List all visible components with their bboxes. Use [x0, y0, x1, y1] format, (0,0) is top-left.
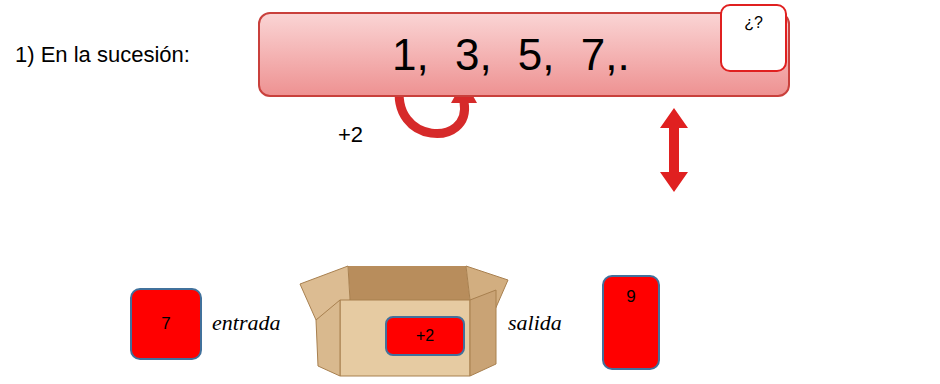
- double-arrow: [660, 108, 688, 192]
- missing-term-box: ¿?: [720, 4, 787, 72]
- node-text: +2: [416, 327, 434, 345]
- sequence-band: 1, 3, 5, 7,. ¿?: [258, 12, 790, 97]
- box-inside: [348, 266, 470, 300]
- node-text: ¿?: [744, 14, 763, 32]
- box-side: [470, 290, 496, 376]
- node-text: 7: [161, 314, 170, 334]
- step-label: +2: [338, 122, 363, 148]
- output-label: salida: [508, 310, 562, 336]
- node-text: 9: [626, 287, 635, 307]
- input-box: 7: [130, 288, 202, 360]
- rule-box: +2: [385, 316, 465, 356]
- input-label: entrada: [212, 310, 280, 336]
- exercise-heading: 1) En la sucesión:: [15, 42, 190, 68]
- node-text: 1, 3, 5, 7,.: [392, 30, 630, 80]
- box-left-side: [316, 300, 340, 376]
- box-front: [340, 300, 470, 376]
- output-box: 9: [602, 275, 660, 370]
